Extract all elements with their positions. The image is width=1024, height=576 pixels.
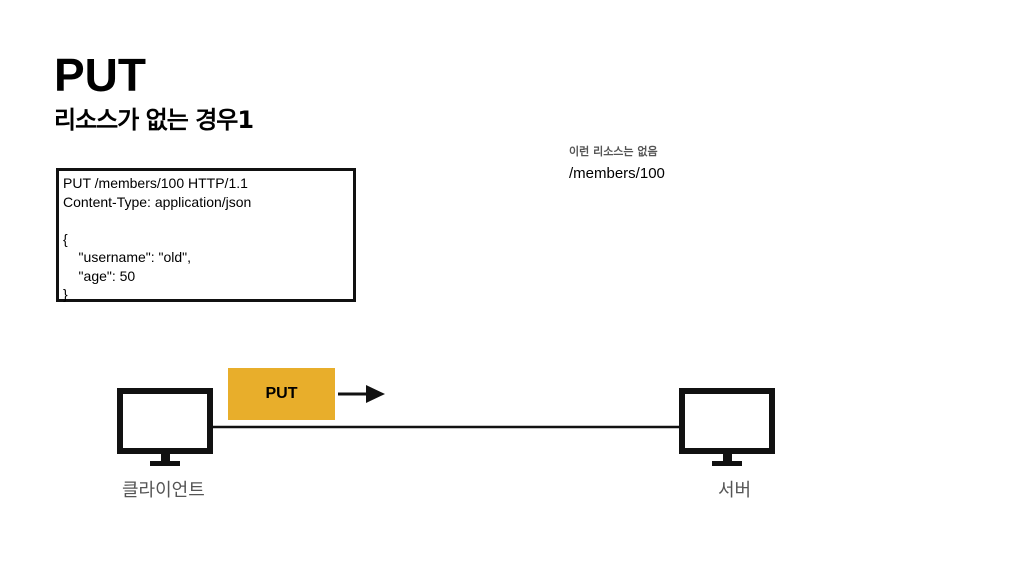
page-title: PUT bbox=[54, 49, 146, 101]
server-monitor-icon bbox=[679, 388, 775, 466]
request-body-line: } bbox=[63, 286, 68, 302]
request-body-line: { bbox=[63, 230, 68, 247]
client-monitor-icon bbox=[117, 388, 213, 466]
request-body-line: "username": "old", bbox=[63, 249, 192, 265]
request-message-box: PUT /members/100 HTTP/1.1 Content-Type: … bbox=[56, 168, 356, 302]
page-subtitle: 리소스가 없는 경우1 bbox=[54, 106, 254, 134]
request-body-line: "age": 50 bbox=[63, 267, 136, 284]
request-header-line: Content-Type: application/json bbox=[63, 193, 252, 210]
put-method-chip: PUT bbox=[228, 368, 335, 420]
request-line: PUT /members/100 HTTP/1.1 bbox=[63, 175, 248, 191]
client-label: 클라이언트 bbox=[122, 480, 205, 501]
put-method-label: PUT bbox=[265, 385, 298, 402]
server-label: 서버 bbox=[718, 480, 752, 501]
request-arrow-icon bbox=[338, 385, 385, 403]
resource-missing-note: 이런 리소스는 없음 bbox=[569, 145, 658, 158]
resource-path: /members/100 bbox=[569, 165, 665, 182]
